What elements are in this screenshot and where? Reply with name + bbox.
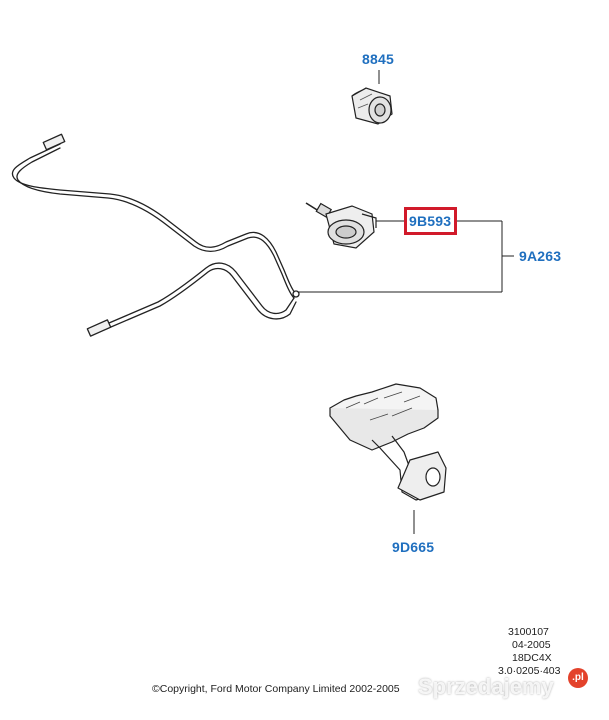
meta-line-2: 04-2005 — [512, 639, 551, 651]
meta-line-4: 3.0·0205·403 — [498, 665, 561, 677]
part-8845-drawing — [351, 70, 393, 125]
part-9A263-cable — [11, 133, 300, 337]
diagram-meta-block: 3100107 04-2005 18DC4X 3.0·0205·403 — [498, 626, 560, 678]
part-9B593-drawing — [305, 202, 404, 249]
part-label-9B593: 9B593 — [409, 213, 452, 229]
part-label-9D665: 9D665 — [392, 539, 435, 555]
meta-line-3: 18DC4X — [512, 652, 552, 664]
copyright-text: ©Copyright, Ford Motor Company Limited 2… — [152, 683, 400, 695]
part-label-9A263: 9A263 — [519, 248, 562, 264]
watermark-badge: .pl — [568, 668, 588, 688]
highlight-box-9B593 — [404, 207, 457, 235]
part-label-8845: 8845 — [362, 51, 394, 67]
leader-lines-9A263 — [298, 220, 514, 293]
meta-line-1: 3100107 — [508, 626, 549, 638]
part-9D665-drawing — [329, 383, 447, 534]
watermark-text: Sprzedajemy — [418, 674, 554, 699]
